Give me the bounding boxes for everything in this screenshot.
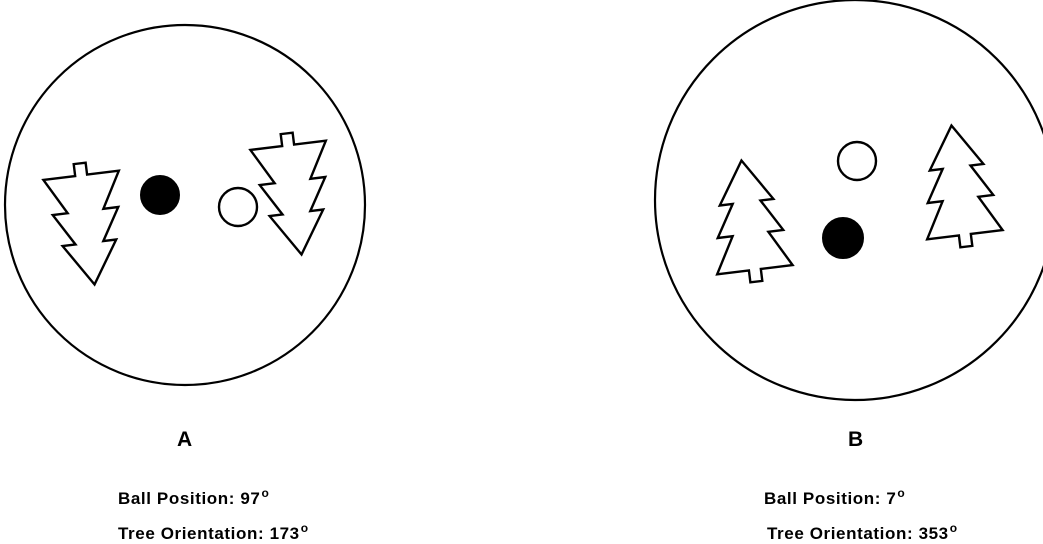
panel-a-ball-position: Ball Position: 97o	[118, 486, 269, 509]
panel-a-tree-right-icon	[249, 129, 339, 259]
panel-a-tree-left-icon	[42, 159, 132, 289]
ball-position-value: 97	[240, 489, 260, 508]
panel-a-filled-ball	[141, 176, 179, 214]
tree-orientation-label: Tree Orientation:	[767, 524, 913, 543]
panel-a-letter: A	[177, 428, 192, 452]
panel-b-filled-ball	[823, 218, 863, 258]
ball-position-label: Ball Position:	[764, 489, 881, 508]
degree-symbol: o	[897, 486, 905, 500]
panel-b-boundary-circle	[655, 0, 1043, 400]
degree-symbol: o	[950, 521, 958, 535]
degree-symbol: o	[261, 486, 269, 500]
panel-b-tree-orientation: Tree Orientation: 353o	[767, 521, 958, 544]
ball-position-label: Ball Position:	[118, 489, 235, 508]
panel-a-tree-orientation: Tree Orientation: 173o	[118, 521, 309, 544]
ball-position-value: 7	[886, 489, 896, 508]
tree-orientation-label: Tree Orientation:	[118, 524, 264, 543]
panel-b-tree-left-icon	[704, 156, 794, 286]
panel-b-ball-position: Ball Position: 7o	[764, 486, 905, 509]
tree-orientation-value: 173	[270, 524, 300, 543]
panel-b-diagram	[655, 0, 1043, 400]
panel-b-letter: B	[848, 428, 863, 452]
panel-b-tree-right-icon	[914, 121, 1004, 251]
panel-b-open-ball	[838, 142, 876, 180]
degree-symbol: o	[301, 521, 309, 535]
tree-orientation-value: 353	[919, 524, 949, 543]
panel-a-diagram	[5, 25, 365, 385]
panel-a-open-ball	[219, 188, 257, 226]
